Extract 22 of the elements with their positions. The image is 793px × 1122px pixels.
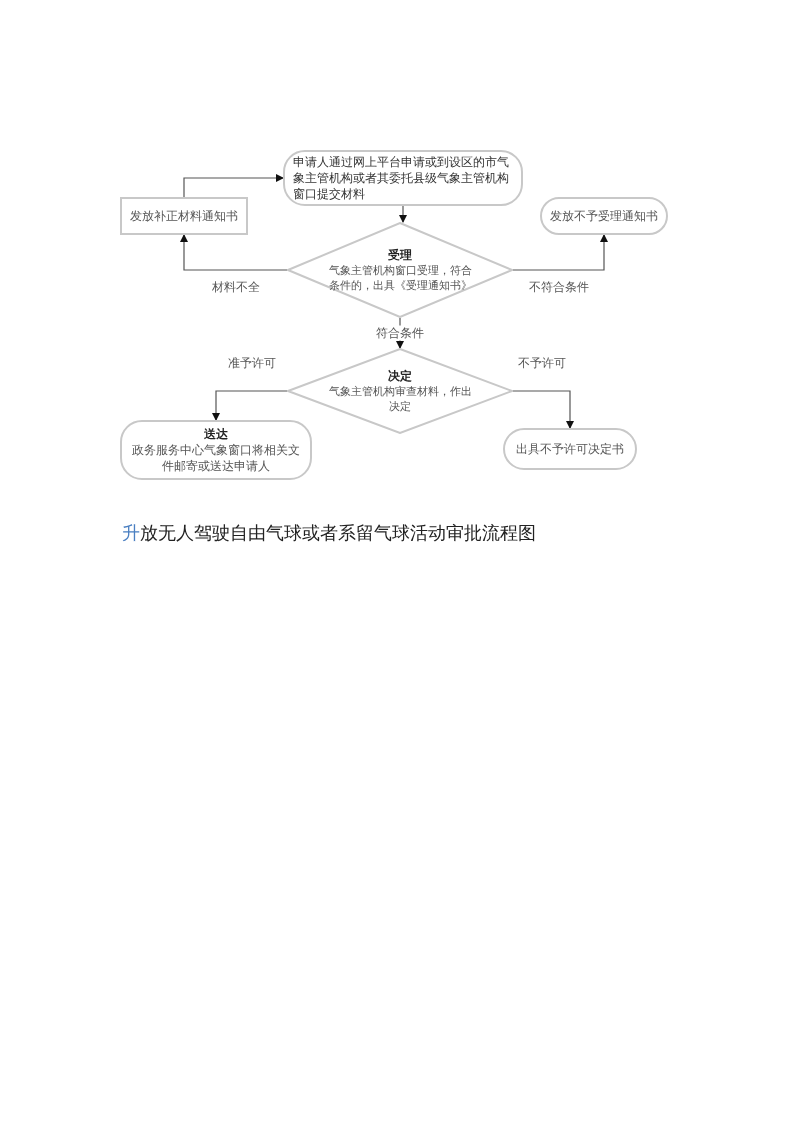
box-text: 政务服务中心气象窗口将相关文件邮寄或送达申请人 [131, 442, 301, 474]
rounded-process-box [283, 150, 523, 206]
arrow [180, 234, 288, 271]
caption: 升放无人驾驶自由气球或者系留气球活动审批流程图 [122, 521, 536, 545]
rounded-process-box [503, 428, 637, 470]
diamond-heading: 受理 [388, 247, 412, 263]
arrow [212, 390, 288, 421]
rounded-process-box [540, 197, 668, 235]
box-text: 申请人通过网上平台申请或到设区的市气象主管机构或者其委托县级气象主管机构窗口提交材料 [293, 154, 510, 202]
box-text: 出具不予许可决定书 [516, 441, 624, 457]
box-text: 发放不予受理通知书 [550, 208, 658, 224]
diamond-text: 气象主管机构审查材料，作出决定 [327, 384, 473, 414]
box-heading: 送达 [204, 426, 228, 442]
arrow [512, 390, 574, 429]
diamond-heading: 决定 [388, 368, 412, 384]
arrow [183, 174, 284, 198]
rounded-process-box [120, 420, 312, 480]
arrow [512, 234, 608, 271]
box-text: 发放补正材料通知书 [130, 208, 238, 224]
process-box [120, 197, 248, 235]
arrow [399, 205, 407, 223]
diamond-text: 气象主管机构窗口受理，符合条件的，出具《受理通知书》 [327, 263, 473, 293]
